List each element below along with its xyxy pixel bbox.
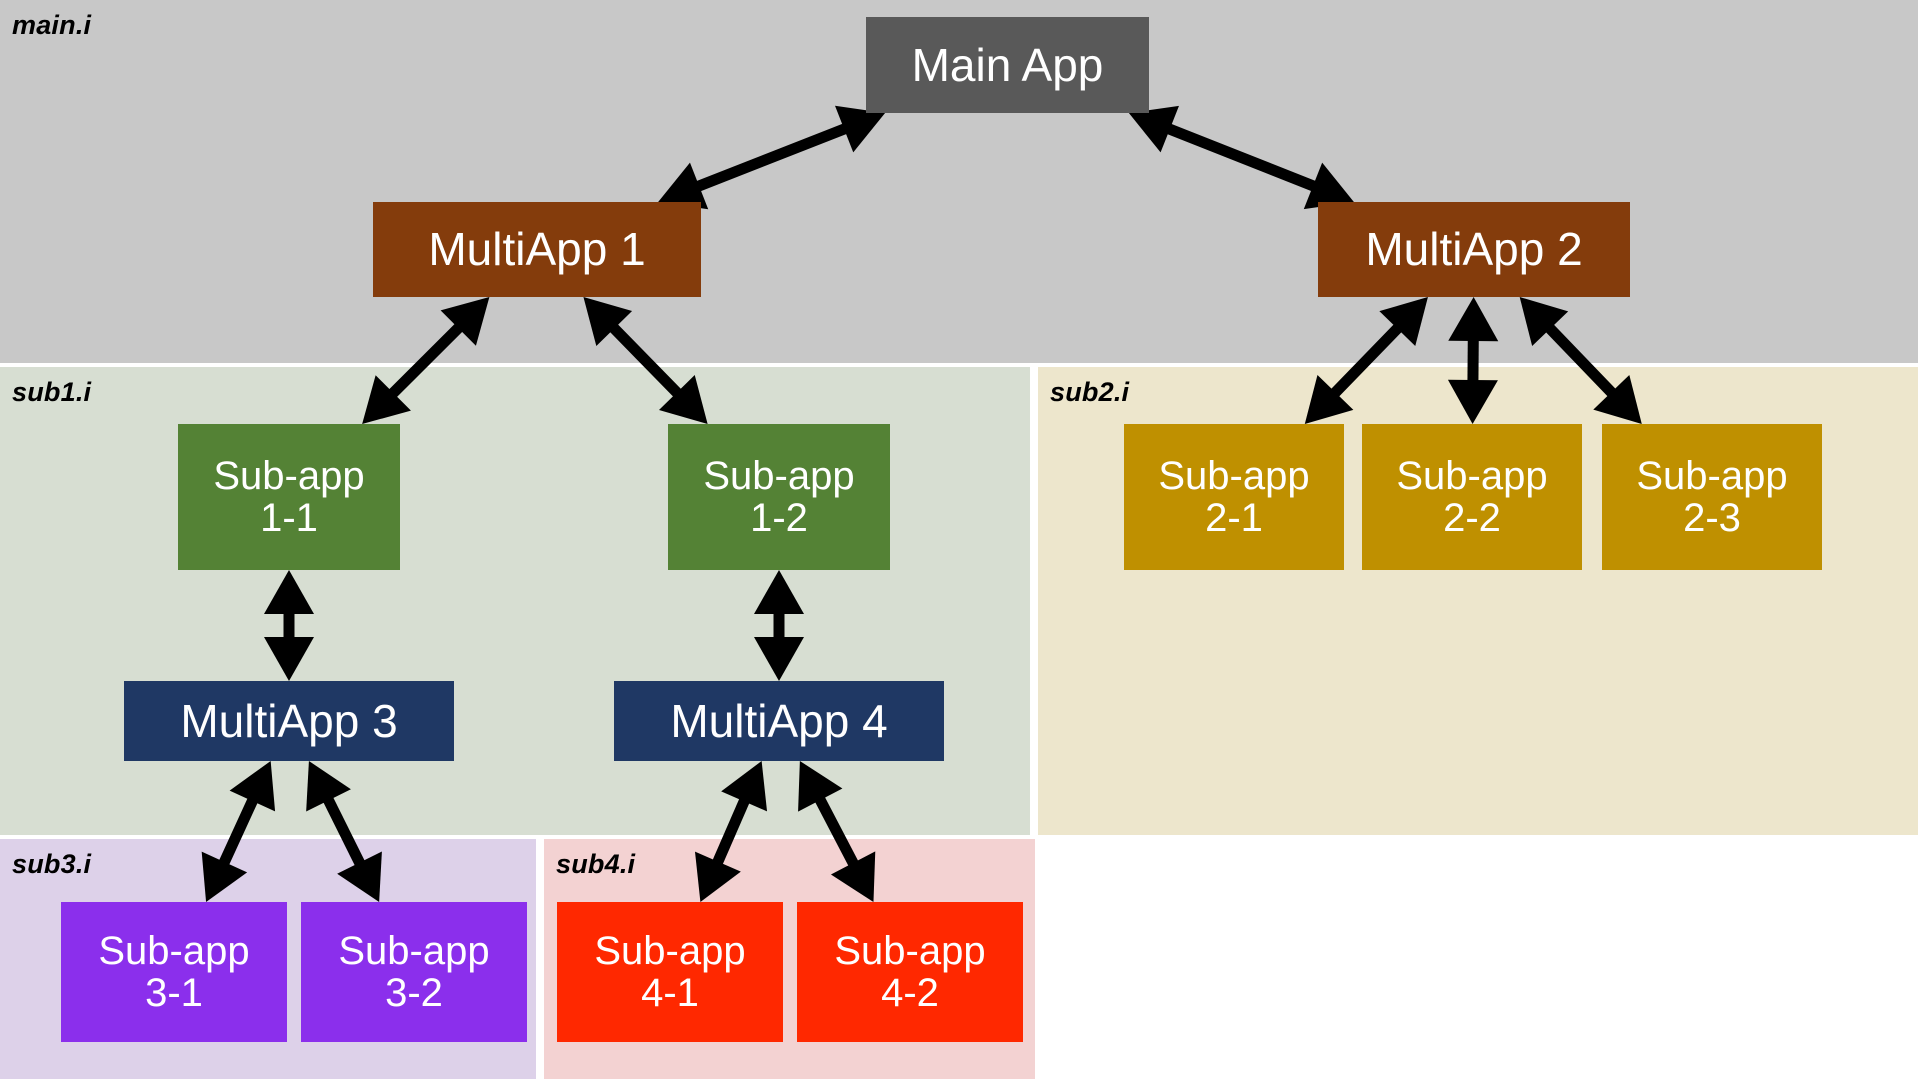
node-multiapp-1[interactable]: MultiApp 1 [373, 202, 701, 297]
region-label-main: main.i [12, 10, 92, 40]
node-label-multiapp-3: MultiApp 3 [180, 694, 398, 747]
node-label-main-app: Main App [911, 38, 1104, 91]
node-label-sub-app-4-1: Sub-app [594, 929, 746, 973]
node-sublabel-sub-app-1-1: 1-1 [260, 496, 318, 540]
node-label-sub-app-4-2: Sub-app [834, 929, 986, 973]
node-sublabel-sub-app-3-2: 3-2 [385, 971, 443, 1015]
node-sublabel-sub-app-4-1: 4-1 [641, 971, 699, 1015]
node-label-sub-app-2-1: Sub-app [1158, 454, 1310, 498]
node-sublabel-sub-app-2-1: 2-1 [1205, 496, 1263, 540]
region-label-sub3: sub3.i [12, 849, 92, 879]
node-label-sub-app-2-3: Sub-app [1636, 454, 1788, 498]
node-multiapp-3[interactable]: MultiApp 3 [124, 681, 454, 761]
node-sublabel-sub-app-3-1: 3-1 [145, 971, 203, 1015]
node-label-multiapp-2: MultiApp 2 [1365, 223, 1583, 276]
region-label-sub2: sub2.i [1050, 377, 1130, 407]
node-label-sub-app-1-1: Sub-app [213, 454, 365, 498]
node-label-multiapp-4: MultiApp 4 [670, 694, 888, 747]
node-sublabel-sub-app-2-2: 2-2 [1443, 496, 1501, 540]
node-main-app[interactable]: Main App [866, 17, 1149, 113]
region-label-sub1: sub1.i [12, 377, 92, 407]
node-label-sub-app-2-2: Sub-app [1396, 454, 1548, 498]
node-label-sub-app-1-2: Sub-app [703, 454, 855, 498]
node-sublabel-sub-app-2-3: 2-3 [1683, 496, 1741, 540]
node-label-sub-app-3-2: Sub-app [338, 929, 490, 973]
node-label-multiapp-1: MultiApp 1 [428, 223, 646, 276]
node-label-sub-app-3-1: Sub-app [98, 929, 250, 973]
node-sublabel-sub-app-1-2: 1-2 [750, 496, 808, 540]
region-label-sub4: sub4.i [556, 849, 636, 879]
node-multiapp-4[interactable]: MultiApp 4 [614, 681, 944, 761]
node-multiapp-2[interactable]: MultiApp 2 [1318, 202, 1630, 297]
node-sublabel-sub-app-4-2: 4-2 [881, 971, 939, 1015]
